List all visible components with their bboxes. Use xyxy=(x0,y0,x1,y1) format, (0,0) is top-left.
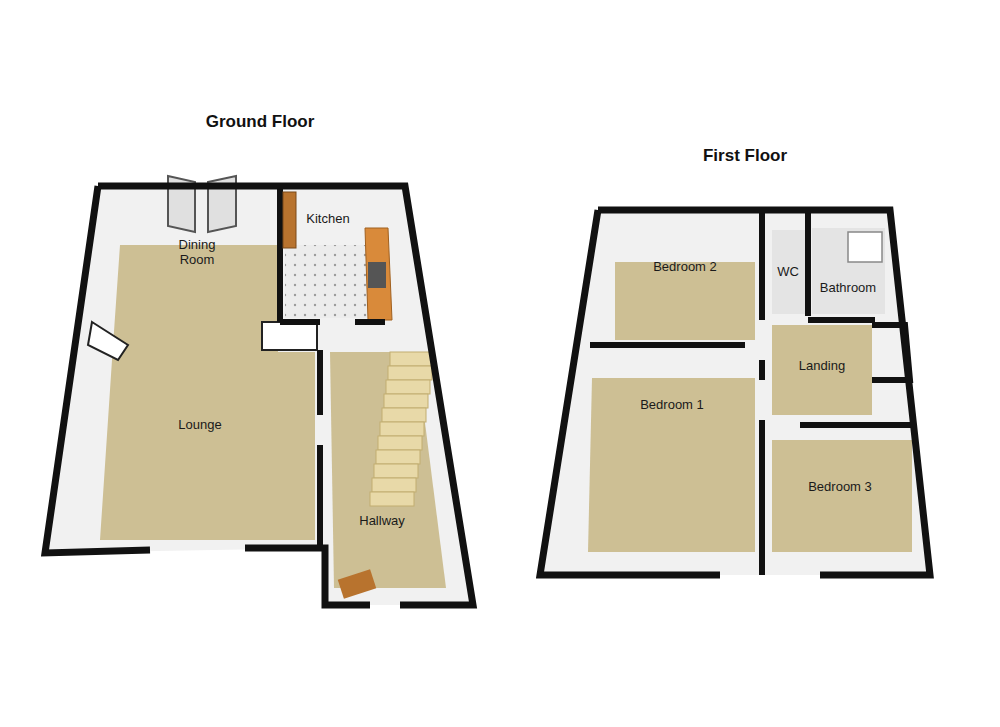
room-label: Bedroom 2 xyxy=(653,259,717,274)
first-floor-plan xyxy=(540,210,930,575)
room-label: Landing xyxy=(799,358,845,373)
room-label: Hallway xyxy=(359,513,405,528)
floor-plan: Ground Floor xyxy=(40,112,480,612)
floor-heading: Ground Floor xyxy=(40,112,480,132)
room-label: Kitchen xyxy=(306,211,349,226)
room-label: WC xyxy=(777,264,799,279)
room-label: Dining Room xyxy=(167,237,227,267)
room-label: Bathroom xyxy=(820,280,876,295)
floor-plan: First Floor xyxy=(535,146,955,581)
ground-floor-plan xyxy=(45,176,473,605)
room-label: Bedroom 1 xyxy=(640,397,704,412)
floor-heading: First Floor xyxy=(535,146,955,166)
room-label: Bedroom 3 xyxy=(808,479,872,494)
room-label: Lounge xyxy=(178,417,221,432)
